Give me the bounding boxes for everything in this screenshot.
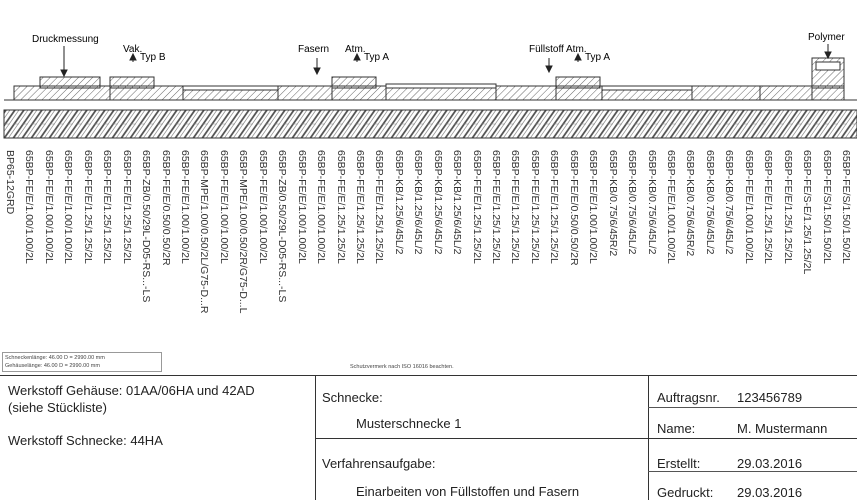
segment-label: 65BP-FE/E/1.00/1.00/2L (295, 150, 308, 264)
name-value: M. Mustermann (737, 421, 828, 436)
segment-label: 65BP-FE/E/1.00/1.00/2L (742, 150, 755, 264)
segment-label: 65BP-FE/E/1.00/1.00/2L (42, 150, 55, 264)
verfahren-label: Verfahrensaufgabe: (322, 456, 436, 471)
label-fasern: Fasern (298, 44, 329, 55)
note-box-border (2, 352, 162, 372)
label-typ-a-1: Typ A (364, 52, 389, 63)
label-typ-a-2: Typ A (585, 52, 610, 63)
segment-label: 65BP-FE/E/1.25/1.25/2L (353, 150, 366, 264)
segment-label: 65BP-FE/E/1.25/1.25/2L (120, 150, 133, 264)
werkstoff-gehaeuse: Werkstoff Gehäuse: 01AA/06HA und 42AD (8, 383, 255, 398)
schutzvermerk-note: Schutzvermerk nach ISO 16016 beachten. (350, 364, 454, 370)
segment-label: 65BP-FE/E/1.25/1.25/2L (762, 150, 775, 264)
screw-barrel-drawing: Druckmessung Vak. Typ B Fasern Atm. Typ … (3, 32, 857, 139)
erstellt-label: Erstellt: (657, 456, 701, 471)
schnecke-value: Musterschnecke 1 (356, 416, 462, 431)
segment-label: 65BP-MPE/1.00/0.50/2L/G75-D...R (198, 150, 211, 314)
segment-label: 65BP-KB/0.75/6/45R/2 (606, 150, 619, 257)
port-arrows (60, 44, 832, 78)
auftragsnr-label: Auftragsnr. (657, 390, 720, 405)
segment-label: 65BP-FE/E/1.25/1.25/2L (81, 150, 94, 264)
segment-label: 65BP-FE/E/1.00/1.00/2L (315, 150, 328, 264)
segment-label: 65BP-KB/0.75/6/45L/2 (645, 150, 658, 255)
segment-label: 65BP-FE/E/1.25/1.25/2L (470, 150, 483, 264)
label-atm-1: Atm. (345, 44, 366, 55)
segment-label: 65BP-FE/E/1.25/1.25/2L (509, 150, 522, 264)
segment-label: 65BP-KB/0.75/6/45R/2 (684, 150, 697, 257)
segment-label: 65BP-FE/E/1.25/1.25/2L (490, 150, 503, 264)
segment-label: 65BP-FE/E/1.25/1.25/2L (373, 150, 386, 264)
screw-configuration-drawing: Druckmessung Vak. Typ B Fasern Atm. Typ … (2, 32, 857, 372)
segment-label: 65BP-FE/E/1.00/1.00/2L (217, 150, 230, 264)
segment-label: 65BP-FE/E/1.00/1.00/2L (23, 150, 36, 264)
segment-label: 65BP-KB/0.75/6/45L/2 (703, 150, 716, 255)
segment-label: 65BP-FE/S/1.50/1.50/2L (840, 150, 852, 264)
segment-label: 65BP-KB/1.25/6/45L/2 (451, 150, 464, 255)
segment-label: 65BP-FE/E/1.25/1.25/2L (101, 150, 114, 264)
segment-label: 65BP-FE/E/1.25/1.25/2L (528, 150, 541, 264)
segment-label: 65BP-FE/E/1.25/1.25/2L (548, 150, 561, 264)
schneckenlaenge-note: Schneckenlänge: 46.00 D = 2990.00 mm (5, 355, 105, 361)
title-block: Werkstoff Gehäuse: 01AA/06HA und 42AD (s… (0, 375, 857, 500)
label-fuellstoff: Füllstoff (529, 44, 564, 55)
segment-label: 65BP-KB/0.75/6/45L/2 (723, 150, 736, 255)
gedruckt-label: Gedruckt: (657, 485, 714, 500)
label-polymer: Polymer (808, 32, 845, 43)
verfahren-value: Einarbeiten von Füllstoffen und Fasern (356, 484, 580, 499)
segment-label: 65BP-FE/E/1.00/1.00/2L (256, 150, 269, 264)
title-block-hdivider-2 (648, 407, 857, 408)
segment-label: 65BP-KB/1.25/6/45L/2 (392, 150, 405, 255)
segment-label: 65BP-FE/E/1.00/1.00/2L (665, 150, 678, 264)
segment-label: 65BP-MPE/1.00/0.50/2R/G75-D...L (237, 150, 250, 314)
segment-label: 65BP-FE/E/1.25/1.25/2L (781, 150, 794, 264)
segment-label: 65BP-FE/S-E/1.25/1.25/2L (801, 150, 814, 275)
schnecke-label: Schnecke: (322, 390, 383, 405)
segment-label: 65BP-ZB/0.50/29L-D05-RS...-LS (276, 150, 289, 303)
label-vak: Vak. (123, 44, 142, 55)
label-atm-2: Atm. (566, 44, 587, 55)
auftragsnr-value: 123456789 (737, 390, 803, 405)
gehaeuselaenge-note: Gehäuselänge: 46.00 D = 2990.00 mm (5, 363, 100, 369)
segment-label: 65BP-KB/1.25/6/45L/2 (431, 150, 444, 255)
segment-label: BP65-12GRD (4, 150, 16, 215)
name-label: Name: (657, 421, 696, 436)
segment-label: 65BP-FE/E/1.00/1.00/2L (62, 150, 75, 264)
segment-label: 65BP-FE/E/1.25/1.25/2L (334, 150, 347, 264)
gedruckt-value: 29.03.2016 (737, 485, 803, 500)
werkstoff-schnecke: Werkstoff Schnecke: 44HA (8, 433, 163, 448)
siehe-stueckliste: (siehe Stückliste) (8, 400, 107, 415)
segment-label: 65BP-FE/E/0.50/0.50/2R (159, 150, 172, 266)
title-block-hdivider (315, 438, 857, 439)
segment-label: 65BP-ZB/0.50/29L-D05-RS...-LS (140, 150, 153, 303)
segment-label: 65BP-KB/1.25/6/45L/2 (412, 150, 425, 255)
segment-label: 65BP-KB/0.75/6/45L/2 (626, 150, 639, 255)
title-block-hdivider-3 (648, 471, 857, 472)
erstellt-value: 29.03.2016 (737, 456, 803, 471)
segment-label: 65BP-FE/S/1.50/1.50/2L (820, 150, 833, 264)
barrel-dividers (109, 86, 813, 100)
segment-label: 65BP-FE/E/1.00/1.00/2L (178, 150, 191, 264)
segment-label: 65BP-FE/E/1.00/1.00/2L (587, 150, 600, 264)
barrel-housing (13, 57, 845, 101)
label-typ-b: Typ B (140, 52, 166, 63)
label-druckmessung: Druckmessung (32, 34, 99, 45)
segment-label: 65BP-FE/E/0.50/0.50/2R (567, 150, 580, 266)
